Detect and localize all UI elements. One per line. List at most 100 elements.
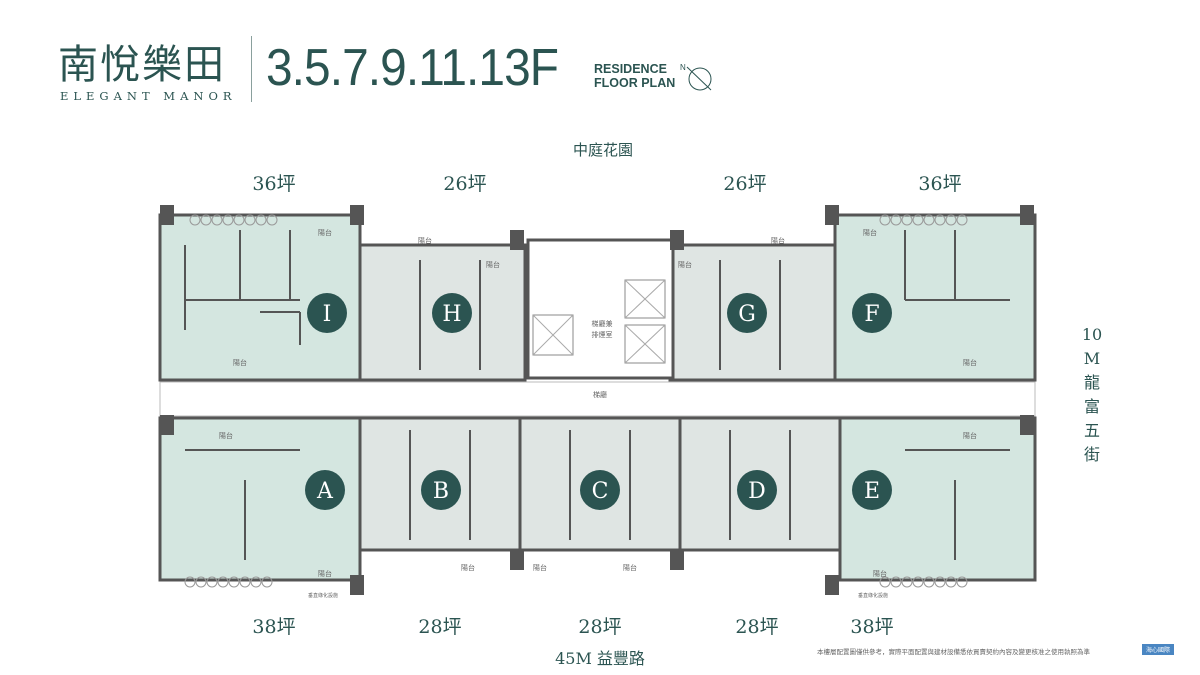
planter-icon [244, 214, 256, 226]
planter-icon [890, 214, 902, 226]
east-road-char: 五 [1084, 421, 1100, 440]
unit-id: E [864, 479, 880, 504]
planter-icon [923, 576, 935, 588]
planter-icon [200, 214, 212, 226]
unit-badge [421, 470, 461, 510]
floor-numbers-title: 3.5.7.9.11.13F [266, 39, 559, 97]
unit-id: D [748, 479, 766, 504]
lobby-smoke-label-2: 排煙室 [592, 330, 613, 339]
balcony-label: 陽台 [219, 431, 233, 440]
east-road-char: 10 [1082, 325, 1102, 344]
planter-icon [228, 576, 240, 588]
column [510, 550, 524, 570]
building-structure [158, 205, 1037, 595]
header-divider [251, 36, 252, 102]
unit-badge [305, 470, 345, 510]
north-label: N [680, 63, 686, 72]
column [350, 205, 364, 225]
planter-icon [956, 576, 968, 588]
balcony-label: 陽台 [863, 228, 877, 237]
unit-marker-h[interactable]: H [432, 293, 472, 333]
unit-size-label: 36坪 [918, 173, 961, 195]
planter-icon [189, 214, 201, 226]
planter-icon [945, 214, 957, 226]
column [510, 230, 524, 250]
lobby-smoke-label-1: 梯廳兼 [592, 319, 613, 328]
courtyard-label: 中庭花園 [573, 141, 633, 159]
planter-icon [934, 576, 946, 588]
elevator-icon [532, 314, 574, 356]
planter-icon [266, 214, 278, 226]
column [350, 575, 364, 595]
planter-icon [233, 214, 245, 226]
unit-marker-f[interactable]: F [852, 293, 892, 333]
planter-icon [879, 576, 891, 588]
unit-badge [432, 293, 472, 333]
balcony-label: 陽台 [486, 260, 500, 269]
elevator-icon [624, 324, 666, 364]
unit-size-label: 28坪 [418, 616, 461, 638]
unit-badge [852, 470, 892, 510]
unit-marker-b[interactable]: B [421, 470, 461, 510]
planter-icon [901, 576, 913, 588]
balcony-label: 陽台 [533, 563, 547, 572]
unit-size-label: 36坪 [252, 173, 295, 195]
column [670, 550, 684, 570]
planter-icon [261, 576, 273, 588]
planter-icon [890, 576, 902, 588]
green-facility-label: 垂直綠化設施 [858, 592, 888, 599]
unit-id: G [738, 302, 756, 327]
planter-icon [250, 576, 262, 588]
unit-size-label: 26坪 [443, 173, 486, 195]
lobby-label: 梯廳 [593, 390, 607, 399]
balcony-label: 陽台 [318, 569, 332, 578]
disclaimer-text: 本樓層配置圖僅供參考，實際平面配置與建材設備悉依買賣契約內容及變更核准之使用執照… [817, 648, 1090, 656]
unit-marker-g[interactable]: G [727, 293, 767, 333]
brand-name-en: ELEGANT MANOR [60, 89, 237, 103]
planter-icon [901, 214, 913, 226]
east-road-label: 10 M 龍 富 五 街 [1082, 325, 1102, 464]
column [825, 205, 839, 225]
unit-size-label: 26坪 [723, 173, 766, 195]
corridor [159, 381, 1036, 417]
planter-icon [184, 576, 196, 588]
planter-icon [934, 214, 946, 226]
unit-id: H [442, 302, 461, 327]
unit-id: F [864, 302, 879, 327]
balcony-label: 陽台 [678, 260, 692, 269]
planter-icon [912, 576, 924, 588]
balcony-label: 陽台 [873, 569, 887, 578]
unit-badge [307, 293, 347, 333]
brand-name-cn: 南悅樂田 [58, 42, 226, 88]
unit-marker-d[interactable]: D [737, 470, 777, 510]
balcony-label: 陽台 [623, 563, 637, 572]
unit-badge [580, 470, 620, 510]
unit-id: A [316, 479, 334, 504]
column [160, 415, 174, 435]
balcony-label: 陽台 [771, 236, 785, 245]
column [160, 205, 174, 225]
planter-icon [956, 214, 968, 226]
planter-icon [195, 576, 207, 588]
unit-badge [727, 293, 767, 333]
balcony-label: 陽台 [318, 228, 332, 237]
unit-marker-i[interactable]: I [307, 293, 347, 333]
unit-marker-e[interactable]: E [852, 470, 892, 510]
column [825, 575, 839, 595]
planter-icon [239, 576, 251, 588]
planter-icon [255, 214, 267, 226]
east-road-char: 街 [1084, 445, 1100, 464]
unit-id: B [433, 479, 449, 504]
subtitle-line1: RESIDENCE [594, 62, 667, 76]
elevator-icon [624, 279, 666, 319]
planter-icon [912, 214, 924, 226]
balcony-label: 陽台 [233, 358, 247, 367]
unit-marker-a[interactable]: A [305, 470, 345, 510]
planter-icon [222, 214, 234, 226]
balcony-label: 陽台 [418, 236, 432, 245]
balcony-label: 陽台 [963, 431, 977, 440]
unit-id: I [323, 302, 332, 327]
column [670, 230, 684, 250]
planter-icon [217, 576, 229, 588]
unit-marker-c[interactable]: C [580, 470, 620, 510]
